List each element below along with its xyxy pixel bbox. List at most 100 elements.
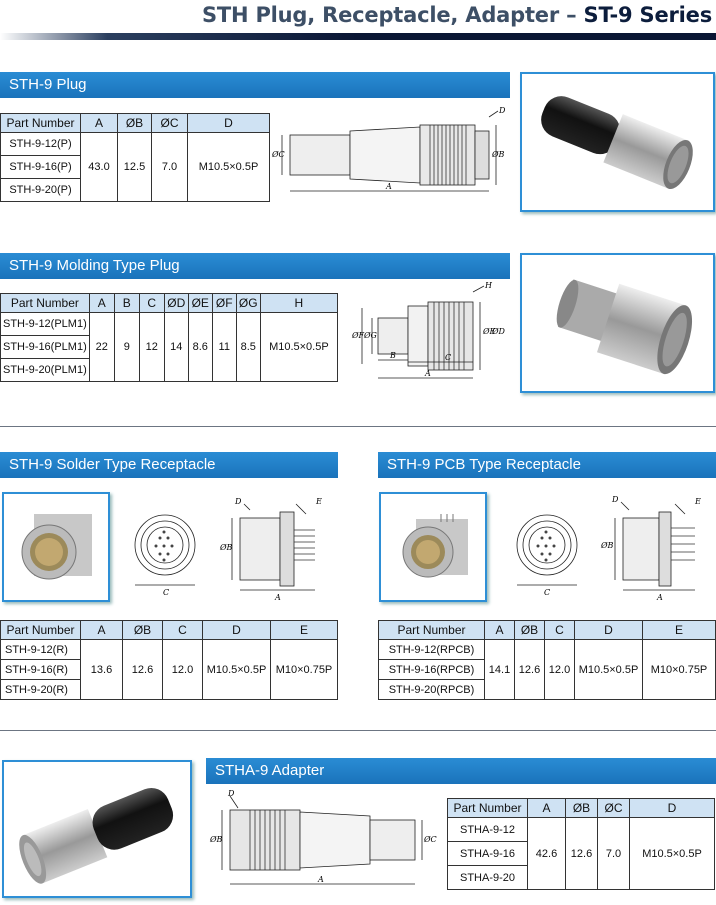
part-number-cell: STH-9-16(RPCB) [378, 659, 485, 680]
dim-label-g: ØG [363, 331, 378, 340]
page-header: STH Plug, Receptacle, Adapter – ST-9 Ser… [0, 0, 716, 40]
dim-label-a: A [656, 593, 663, 602]
plug-drawing: ØC ØB D A [271, 106, 506, 192]
part-number-cell: STH-9-12(RPCB) [378, 639, 485, 660]
plug-image [541, 96, 693, 190]
value-e: 8.6 [187, 312, 213, 382]
col-part-number: Part Number [0, 620, 81, 640]
molding-photo [520, 253, 715, 393]
page-title-main: STH Plug, Receptacle, Adapter – [201, 3, 584, 27]
dim-label-h: H [484, 281, 493, 290]
value-b: 12.6 [514, 639, 545, 700]
value-d: M10.5×0.5P [629, 817, 715, 890]
col-d: ØD [163, 293, 189, 313]
value-e: M10×0.75P [270, 639, 338, 700]
part-number-cell: STHA-9-12 [447, 817, 528, 842]
col-part-number: Part Number [0, 113, 81, 133]
table-row: STH-9-20(P) [0, 178, 270, 202]
dim-label-c: ØC [271, 150, 285, 159]
value-d: M10.5×0.5P [187, 132, 270, 202]
dim-label-d: ØD [491, 327, 506, 336]
part-number-cell: STH-9-20(R) [0, 679, 81, 700]
part-number-cell: STH-9-12(PLM1) [0, 312, 90, 336]
col-d: D [629, 798, 715, 818]
molding-image [556, 279, 693, 375]
col-a: A [80, 620, 123, 640]
table-row: STHA-9-12 42.6 12.6 7.0 M10.5×0.5P [447, 817, 715, 890]
part-number-cell: STH-9-12(R) [0, 639, 81, 660]
part-number-cell: STH-9-16(P) [0, 155, 81, 179]
col-b: B [113, 293, 140, 313]
table-header-row: Part Number A ØB C D E [0, 620, 338, 640]
table-header-row: Part Number A B C ØD ØE ØF ØG H [0, 293, 339, 313]
part-number-cell: STH-9-20(RPCB) [378, 679, 485, 700]
col-e: E [642, 620, 716, 640]
table-header-row: Part Number A ØB C D E [378, 620, 716, 640]
section-title-molding: STH-9 Molding Type Plug [0, 253, 510, 279]
table-row: STH-9-16(R) [0, 659, 338, 680]
col-b: ØB [565, 798, 598, 818]
adapter-image [19, 787, 174, 884]
molding-spec-table: Part Number A B C ØD ØE ØF ØG H STH-9-12… [0, 293, 339, 382]
table-row: STH-9-12(PLM1) 22 9 12 14 8.6 11 8.5 M10… [0, 312, 339, 382]
table-row: STH-9-12(RPCB) 14.1 12.6 12.0 M10.5×0.5P… [378, 639, 716, 700]
dim-label-d: D [227, 789, 235, 798]
page-title: STH Plug, Receptacle, Adapter – ST-9 Ser… [202, 3, 712, 27]
value-h: M10.5×0.5P [259, 312, 339, 382]
molding-drawing: H ØF ØG ØE ØD B C A [351, 281, 506, 379]
col-a: A [484, 620, 515, 640]
table-row: STH-9-20(PLM1) [0, 358, 338, 382]
dim-label-e: E [315, 497, 322, 506]
col-part-number: Part Number [378, 620, 485, 640]
value-d: M10.5×0.5P [574, 639, 643, 700]
value-b: 12.6 [122, 639, 163, 700]
part-number-cell: STH-9-12(P) [0, 132, 81, 156]
value-a: 14.1 [484, 639, 515, 700]
value-f: 11 [211, 312, 237, 382]
table-row: STHA-9-20 [447, 865, 715, 890]
dim-label-b: ØB [600, 541, 614, 550]
value-a: 43.0 [80, 132, 118, 202]
value-b: 12.6 [565, 817, 598, 890]
value-e: M10×0.75P [642, 639, 716, 700]
dim-label-a: A [385, 182, 392, 191]
dim-label-d: D [234, 497, 242, 506]
dim-label-f: ØF [351, 331, 365, 340]
adapter-drawing: D ØB ØC A [209, 789, 437, 885]
adapter-spec-table: Part Number A ØB ØC D STHA-9-12 42.6 12.… [447, 798, 715, 890]
table-header-row: Part Number A ØB ØC D [0, 113, 270, 133]
dim-label-a: A [317, 875, 324, 884]
table-row: STHA-9-16 [447, 841, 715, 866]
pcb-spec-table: Part Number A ØB C D E STH-9-12(RPCB) 14… [378, 620, 716, 700]
col-part-number: Part Number [0, 293, 90, 313]
adapter-photo [2, 760, 192, 898]
part-number-cell: STH-9-20(P) [0, 178, 81, 202]
separator [0, 426, 716, 427]
dim-label-b: ØB [491, 150, 505, 159]
value-c: 12 [138, 312, 165, 382]
section-title-solder: STH-9 Solder Type Receptacle [0, 452, 338, 478]
dim-label-a: A [424, 369, 431, 378]
value-c: 7.0 [597, 817, 630, 890]
separator [0, 730, 716, 731]
plug-spec-table: Part Number A ØB ØC D STH-9-12(P) 43.0 1… [0, 113, 270, 202]
value-b: 9 [113, 312, 140, 382]
col-part-number: Part Number [447, 798, 528, 818]
value-b: 12.5 [117, 132, 152, 202]
table-row: STH-9-16(RPCB) [378, 659, 716, 680]
table-header-row: Part Number A ØB ØC D [447, 798, 715, 818]
dim-label-c: C [163, 588, 169, 597]
dim-label-b: ØB [219, 543, 233, 552]
plug-photo [520, 72, 715, 212]
part-number-cell: STHA-9-20 [447, 865, 528, 890]
col-g: ØG [235, 293, 261, 313]
value-c: 12.0 [162, 639, 203, 700]
dim-label-d: D [498, 106, 506, 115]
col-c: C [138, 293, 165, 313]
section-title-adapter: STHA-9 Adapter [206, 758, 716, 784]
value-a: 13.6 [80, 639, 123, 700]
dim-label-c: C [544, 588, 550, 597]
table-row: STH-9-16(P) [0, 155, 270, 179]
value-g: 8.5 [235, 312, 261, 382]
col-d: D [202, 620, 271, 640]
